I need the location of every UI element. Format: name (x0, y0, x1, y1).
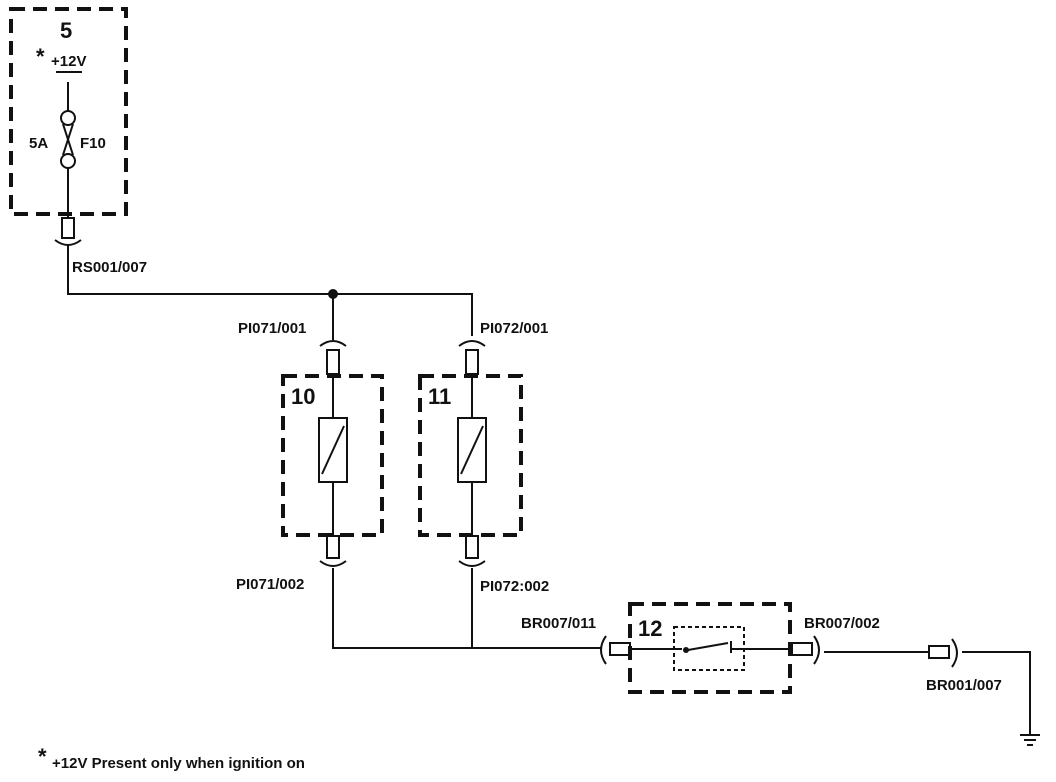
connector-socket-br001-007 (951, 638, 958, 668)
connector-label-pi071-002: PI071/002 (236, 576, 304, 593)
supply-star: * (36, 44, 45, 69)
connector-label-br007-011: BR007/011 (521, 615, 596, 632)
connector-rs001-007: RS001/007 (54, 217, 147, 276)
connector-socket (54, 239, 82, 246)
element-11: PI072/001 11 PI072:002 (418, 320, 549, 595)
connector-pin (61, 217, 75, 239)
switch-blade (687, 642, 729, 651)
fuse-box-5: 5 * +12V 5A F10 (9, 7, 128, 218)
switch-12: BR007/011 12 BR007/002 (521, 602, 880, 694)
resistor-10-slash (321, 425, 345, 475)
connector-socket-pi071-001 (319, 340, 347, 347)
connector-label-br001-007: BR001/007 (926, 677, 1002, 694)
ground-icon (1020, 734, 1040, 746)
fuse-link-b (62, 123, 74, 156)
fuse-id-label: F10 (80, 135, 106, 152)
footnote-star: * (38, 744, 47, 769)
connector-pin-br007-002 (791, 642, 813, 656)
footnote-text: +12V Present only when ignition on (52, 755, 305, 772)
connector-socket-br007-002 (813, 635, 820, 665)
connector-socket-pi071-002 (319, 560, 347, 567)
connector-pin-br001-007 (928, 645, 950, 659)
ground-wire (962, 651, 1031, 734)
switch-12-number: 12 (638, 616, 662, 641)
return-wire-10 (332, 568, 602, 649)
connector-label-pi072-002: PI072:002 (480, 578, 549, 595)
connector-socket-pi072-002 (458, 560, 486, 567)
connector-label-br007-002: BR007/002 (804, 615, 880, 632)
element-10: PI071/001 10 PI071/002 (236, 320, 384, 593)
element-10-number: 10 (291, 384, 315, 409)
connector-br001-007: BR001/007 (926, 638, 1031, 734)
fuse-rating-label: 5A (29, 135, 48, 152)
connector-label-pi072-001: PI072/001 (480, 320, 548, 337)
connector-pin-pi071-002 (326, 535, 340, 559)
supply-voltage-label: +12V (51, 53, 86, 70)
resistor-11-slash (460, 425, 484, 475)
connector-pin-br007-011 (609, 642, 631, 656)
junction-dot (328, 289, 338, 299)
connector-socket-br007-011 (600, 635, 607, 665)
switch-contact-left (683, 647, 689, 653)
connector-socket-pi072-001 (458, 340, 486, 347)
fuse-bottom-terminal (60, 153, 76, 169)
element-11-number: 11 (428, 384, 451, 409)
connector-label-pi071-001: PI071/001 (238, 320, 306, 337)
connector-pin-pi072-002 (465, 535, 479, 559)
supply-wire (67, 245, 473, 336)
connector-pin-pi071-001 (326, 349, 340, 375)
connector-label-rs001-007: RS001/007 (72, 259, 147, 276)
fuse-box-number: 5 (60, 18, 72, 43)
connector-pin-pi072-001 (465, 349, 479, 375)
fuse-top-terminal (60, 110, 76, 126)
